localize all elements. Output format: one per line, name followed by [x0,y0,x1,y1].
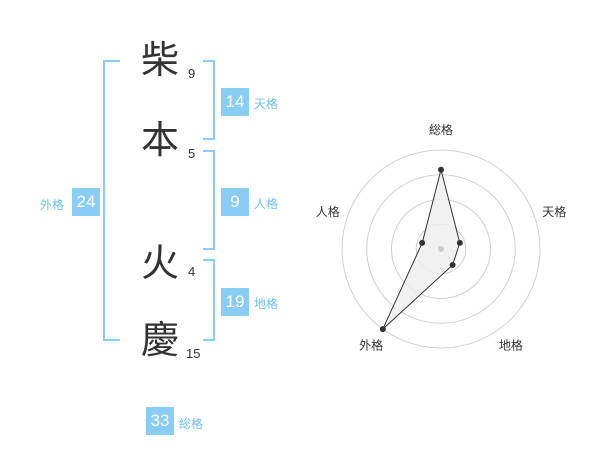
radar-center-dot [438,246,444,252]
radar-point-2 [456,239,463,246]
gaikaku-label: 外格 [40,198,65,212]
chikaku-bracket-bottom [203,339,215,341]
stroke-count-3: 4 [188,264,196,279]
chikaku-value: 19 [221,288,249,316]
name-char-3: 火 [141,241,180,285]
jinkaku-label: 人格 [254,197,279,211]
radar-axis-label-4: 外格 [359,337,383,352]
jinkaku-bracket-bottom [203,248,215,250]
radar-point-3 [449,262,456,269]
tenkaku-bracket-vertical [213,60,215,140]
soukaku-value: 33 [146,407,174,435]
gaikaku-value: 24 [72,188,100,216]
radar-point-1 [438,166,444,173]
name-char-4: 慶 [141,318,180,362]
stroke-count-1: 9 [188,66,196,81]
tenkaku-bracket-bottom [203,138,215,140]
soukaku-label: 総格 [179,417,204,431]
tenkaku-bracket-top [203,60,215,62]
gaikaku-bracket-vertical [103,60,105,341]
chikaku-bracket-vertical [213,259,215,341]
stroke-count-2: 5 [188,146,196,161]
chikaku-label: 地格 [254,297,279,311]
name-char-1: 柴 [141,38,180,82]
radar-axis-label-5: 人格 [316,204,340,219]
radar-axis-label-3: 地格 [499,337,523,352]
name-char-2: 本 [141,118,180,162]
tenkaku-label: 天格 [254,97,279,111]
radar-point-5 [419,239,426,246]
jinkaku-bracket-top [203,150,215,152]
tenkaku-value: 14 [221,88,249,116]
radar-axis-label-2: 天格 [542,204,566,219]
gaikaku-bracket-top [103,60,120,62]
jinkaku-bracket-vertical [213,150,215,250]
stroke-count-4: 15 [186,346,201,361]
jinkaku-value: 9 [221,188,249,216]
chikaku-bracket-top [203,259,215,261]
radar-grid-ring-4 [341,149,541,349]
radar-area [382,169,461,330]
radar-point-4 [379,326,386,333]
radar-axis-label-1: 総格 [429,122,453,137]
gaikaku-bracket-bottom [103,339,120,341]
